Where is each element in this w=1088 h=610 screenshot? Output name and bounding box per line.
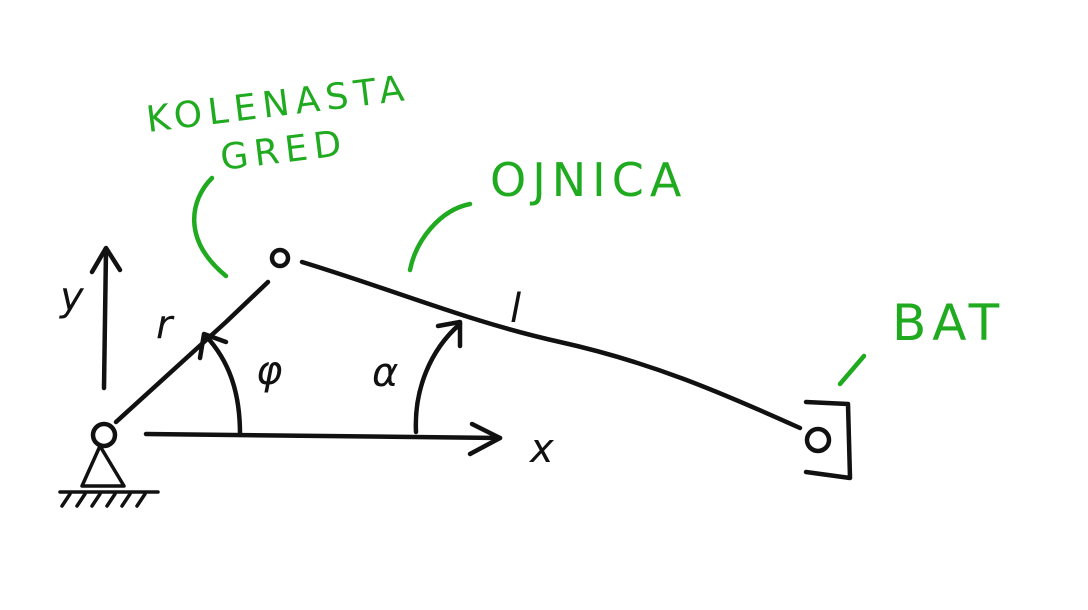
axis-x-label: x xyxy=(528,426,554,472)
rod-label-leader xyxy=(407,201,473,273)
crank-link xyxy=(113,279,271,425)
piston-slider xyxy=(803,399,853,481)
ground-support xyxy=(58,444,160,508)
crank-rod-joint xyxy=(269,247,291,269)
crank-pivot-joint xyxy=(90,421,118,449)
x-axis xyxy=(143,421,503,457)
angle-arc-phi xyxy=(197,331,243,437)
connecting-rod xyxy=(299,259,803,431)
crank-length-label: r xyxy=(156,302,175,348)
slider-label: BAT xyxy=(892,294,1005,352)
crank-label-leader xyxy=(192,175,229,279)
rod-length-label: l xyxy=(510,286,521,332)
rod-angle-label: α xyxy=(372,350,398,396)
axis-y-label: y xyxy=(59,274,85,320)
crank-label-line2: GRED xyxy=(218,123,349,179)
crank-angle-label: φ xyxy=(256,348,282,394)
rod-label: OJNICA xyxy=(490,153,687,207)
slider-label-leader xyxy=(837,353,867,387)
y-axis xyxy=(89,245,123,391)
angle-arc-alpha xyxy=(413,319,463,435)
